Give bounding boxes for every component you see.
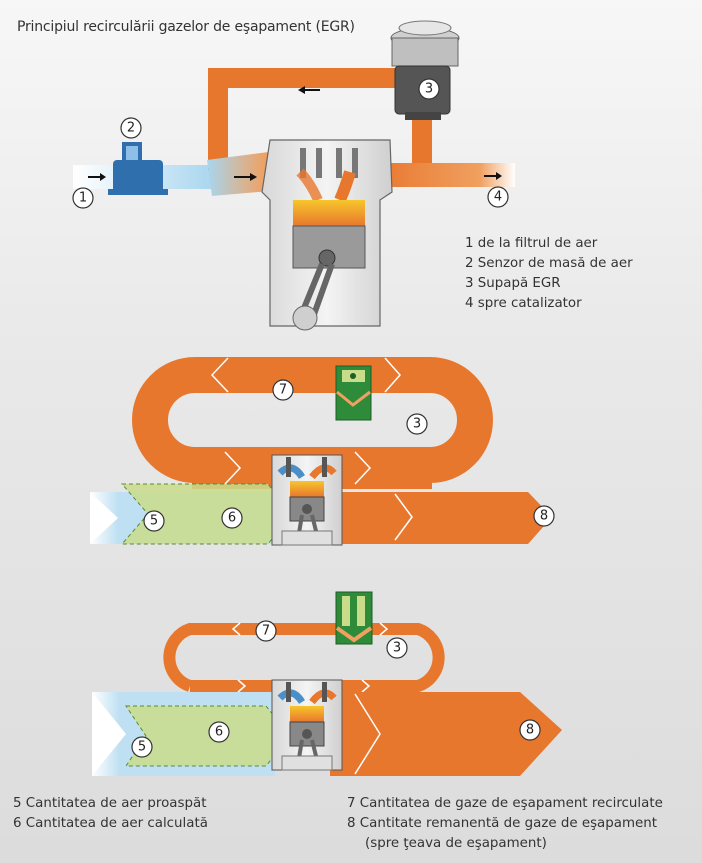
svg-text:4: 4 [494, 190, 502, 205]
marker-4: 4 [487, 186, 509, 208]
marker-1: 1 [72, 187, 94, 209]
legend-bottom-left: 5 Cantitatea de aer proaspăt 6 Cantitate… [13, 794, 208, 834]
egr-loop-pipe [208, 68, 400, 170]
recirculation-loop-large [132, 357, 493, 483]
legend-top: 1 de la filtrul de aer 2 Senzor de masă … [465, 234, 633, 314]
svg-text:6: 6 [215, 725, 223, 740]
egr-valve-middle [335, 365, 372, 421]
page-title: Principiul recirculării gazelor de eşapa… [17, 19, 355, 35]
recirculation-loop-small [163, 623, 445, 692]
legend-item-2: 2 Senzor de masă de aer [465, 256, 633, 271]
legend-item-1: 1 de la filtrul de aer [465, 236, 598, 251]
bottom-flow-diagram: 7 3 5 6 8 [92, 591, 562, 776]
marker-5-bottom: 5 [131, 736, 153, 758]
exhaust-out-arrow-small-egr [330, 692, 562, 776]
marker-8-bottom: 8 [519, 719, 541, 741]
svg-text:7: 7 [279, 383, 287, 398]
marker-8-mid: 8 [533, 505, 555, 527]
egr-valve [390, 20, 460, 120]
air-mass-sensor [108, 142, 168, 195]
egr-valve-bottom [335, 591, 373, 645]
svg-text:6: 6 [228, 511, 236, 526]
marker-7-mid: 7 [272, 379, 294, 401]
marker-7-bottom: 7 [255, 620, 277, 642]
legend-item-5: 5 Cantitatea de aer proaspăt [13, 796, 207, 811]
legend-bottom-right: 7 Cantitatea de gaze de eşapament recirc… [347, 794, 663, 854]
marker-5-mid: 5 [143, 510, 165, 532]
marker-6-mid: 6 [221, 507, 243, 529]
calculated-air-flow-small [125, 705, 291, 767]
marker-3-mid: 3 [406, 413, 428, 435]
exhaust-out-arrow-large [330, 492, 552, 544]
marker-3-bottom: 3 [386, 637, 408, 659]
svg-text:8: 8 [540, 509, 548, 524]
svg-text:5: 5 [150, 514, 158, 529]
middle-flow-diagram: 7 3 5 6 8 [90, 357, 555, 545]
legend-item-6: 6 Cantitatea de aer calculată [13, 816, 208, 831]
legend-item-8: 8 Cantitate remanentă de gaze de eşapame… [347, 816, 657, 831]
svg-text:5: 5 [138, 740, 146, 755]
svg-text:8: 8 [526, 723, 534, 738]
svg-text:3: 3 [413, 417, 421, 432]
engine-block [261, 139, 393, 331]
svg-text:2: 2 [127, 121, 135, 136]
marker-2: 2 [120, 117, 142, 139]
svg-text:7: 7 [262, 624, 270, 639]
svg-text:3: 3 [425, 82, 433, 97]
legend-item-7: 7 Cantitatea de gaze de eşapament recirc… [347, 796, 663, 811]
legend-item-3: 3 Supapă EGR [465, 276, 561, 291]
svg-text:1: 1 [79, 191, 87, 206]
marker-6-bottom: 6 [208, 721, 230, 743]
legend-item-8-note: (spre ţeava de eşapament) [365, 836, 547, 851]
legend-item-4: 4 spre catalizator [465, 296, 582, 311]
svg-text:3: 3 [393, 641, 401, 656]
marker-3-top: 3 [418, 78, 440, 100]
top-schematic: 1 2 3 4 [72, 20, 515, 331]
